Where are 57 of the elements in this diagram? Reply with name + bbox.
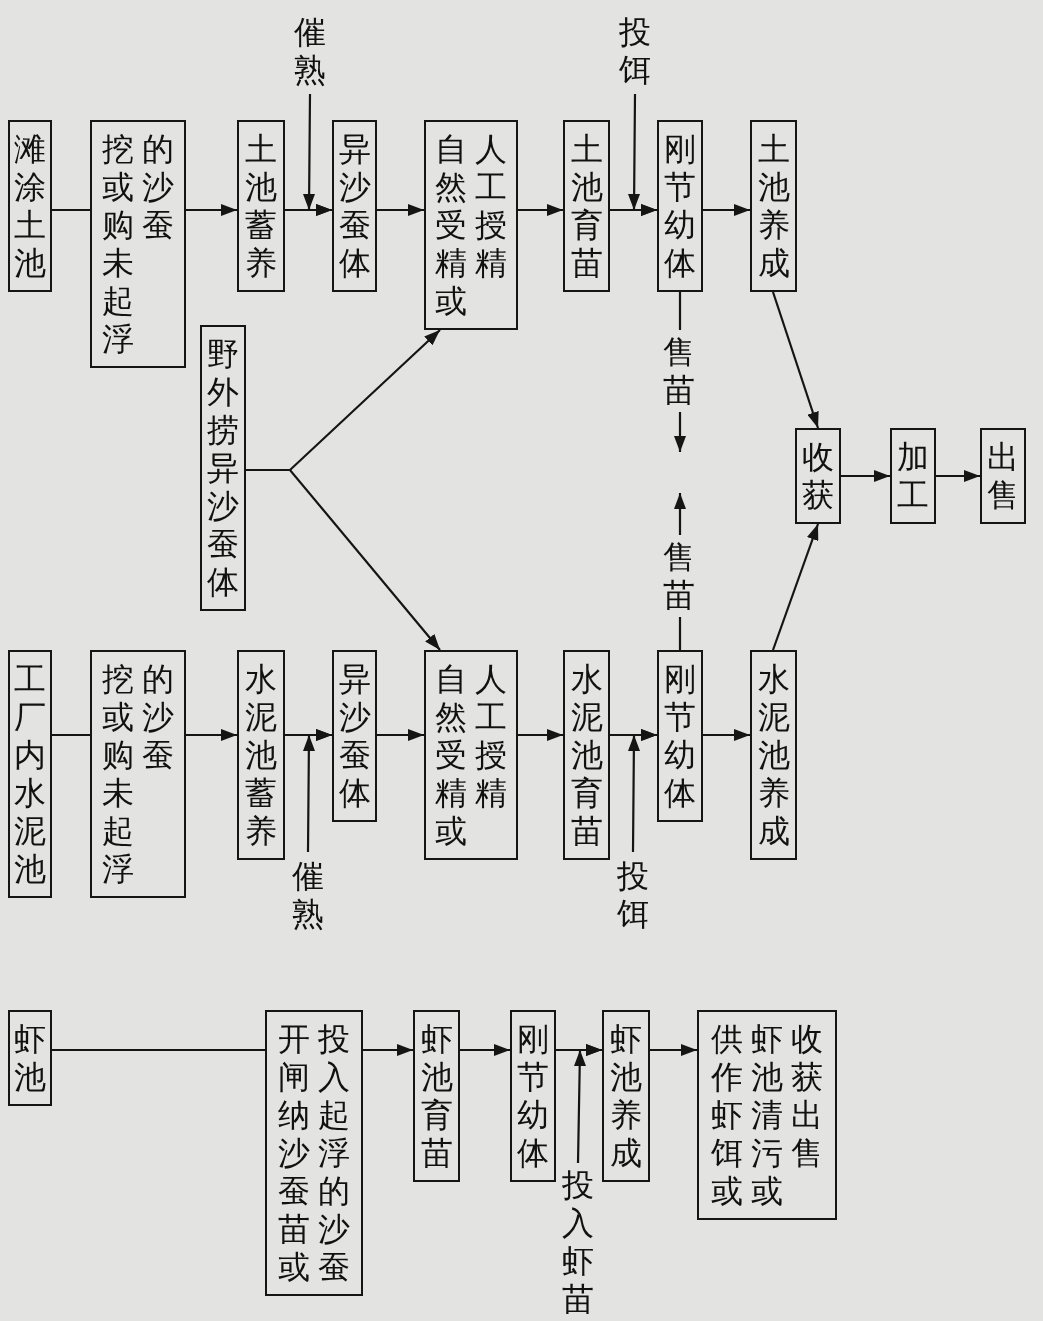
arrow xyxy=(518,729,563,741)
process-box: 刚节幼体 xyxy=(657,650,703,822)
process-box: 挖或购未起浮的沙蚕 xyxy=(90,120,186,368)
process-box: 异沙蚕体 xyxy=(332,650,377,822)
process-box: 出售 xyxy=(980,428,1026,524)
arrow xyxy=(703,729,750,741)
process-box: 滩涂土池 xyxy=(8,120,52,292)
input-label: 催熟 xyxy=(286,852,330,938)
edge-label: 售苗 xyxy=(662,535,696,617)
arrow xyxy=(771,291,820,429)
arrow xyxy=(186,204,237,216)
arrow xyxy=(377,204,424,216)
process-box: 野外捞异沙蚕体 xyxy=(200,325,246,611)
process-box: 收获 xyxy=(795,428,841,524)
process-box: 工厂内水泥池 xyxy=(8,650,52,898)
connector-line xyxy=(52,1048,265,1052)
process-box: 水泥池蓄养 xyxy=(237,650,285,860)
arrow xyxy=(460,1044,510,1056)
arrow xyxy=(377,729,424,741)
process-box: 挖或购未起浮的沙蚕 xyxy=(90,650,186,898)
process-box: 水泥池育苗 xyxy=(563,650,610,860)
process-box: 自然受精或人工授精 xyxy=(424,650,518,860)
arrow xyxy=(650,1044,697,1056)
arrow xyxy=(303,729,332,852)
arrow xyxy=(574,1044,602,1163)
arrow xyxy=(303,94,332,216)
process-box: 异沙蚕体 xyxy=(332,120,377,292)
process-box: 土池蓄养 xyxy=(237,120,285,292)
process-box: 虾池育苗 xyxy=(413,1010,460,1182)
process-box: 刚节幼体 xyxy=(657,120,703,292)
input-label: 投入虾苗 xyxy=(556,1163,600,1321)
arrow xyxy=(771,523,820,651)
arrow xyxy=(936,470,980,482)
process-box: 刚节幼体 xyxy=(510,1010,556,1182)
arrow xyxy=(363,1044,413,1056)
arrow xyxy=(186,729,237,741)
arrow xyxy=(703,204,750,216)
process-box: 供作虾饵或虾池清污或收获出售 xyxy=(697,1010,837,1220)
process-box: 土池养成 xyxy=(750,120,797,292)
input-label: 投饵 xyxy=(613,8,657,94)
process-box: 加工 xyxy=(890,428,936,524)
arrow xyxy=(246,468,441,651)
process-box: 开闸纳沙蚕苗或投入起浮的沙蚕 xyxy=(265,1010,363,1296)
edge-label: 售苗 xyxy=(662,330,696,412)
input-label: 投饵 xyxy=(611,852,655,938)
process-box: 虾池养成 xyxy=(602,1010,650,1182)
arrow xyxy=(628,94,657,216)
input-label: 催熟 xyxy=(288,8,332,94)
arrow xyxy=(628,729,657,852)
connector-line xyxy=(52,733,90,737)
process-box: 水泥池养成 xyxy=(750,650,797,860)
process-box: 虾池 xyxy=(8,1010,52,1106)
connector-line xyxy=(52,208,90,212)
arrow xyxy=(518,204,563,216)
arrow xyxy=(841,470,890,482)
process-box: 土池育苗 xyxy=(563,120,610,292)
process-box: 自然受精或人工授精 xyxy=(424,120,518,330)
